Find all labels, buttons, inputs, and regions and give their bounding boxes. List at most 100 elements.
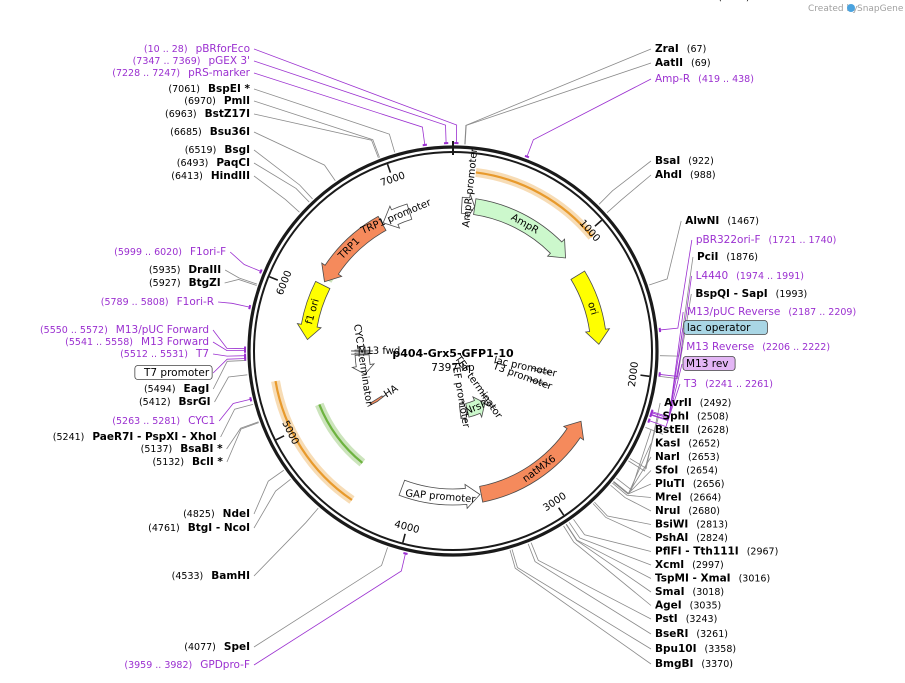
feature-ha[interactable] <box>367 394 387 407</box>
enzyme-label-agei[interactable]: AgeI(3035) <box>655 600 721 612</box>
feature-f1-ori[interactable] <box>296 280 331 341</box>
primer-label-gpdpro-f[interactable]: (3959 .. 3982)GPDpro-F <box>124 659 250 671</box>
enzyme-label-bcli[interactable]: (5132)BclI * <box>152 456 223 468</box>
primer-label-pbrforeco[interactable]: (10 .. 28)pBRforEco <box>144 43 250 55</box>
feature-natmx6[interactable] <box>479 420 585 503</box>
primer-leader-m13-puc-forward <box>212 329 247 350</box>
enzyme-label-bmgbi[interactable]: BmgBI(3370) <box>655 658 733 670</box>
primer-leader-prs-marker <box>253 72 426 146</box>
enzyme-label-bstz17i[interactable]: (6963)BstZ17I <box>165 108 250 120</box>
enzyme-label-bspqi-sapi[interactable]: BspQI - SapI(1993) <box>695 288 807 300</box>
enzyme-label-pluti[interactable]: PluTI(2656) <box>655 478 724 490</box>
enzyme-label-xcmi[interactable]: XcmI(2997) <box>655 559 724 571</box>
enzyme-label-bsmi[interactable]: BsmI(2294) <box>681 0 750 3</box>
primer-label-m13-forward[interactable]: (5541 .. 5558)M13 Forward <box>65 336 209 348</box>
enzyme-label-bsrgi[interactable]: (5412)BsrGI <box>139 396 211 408</box>
enzyme-label-paer7i-pspxi-xhoi[interactable]: (5241)PaeR7I - PspXI - XhoI <box>53 431 217 443</box>
primer-label-f1ori-f[interactable]: (5999 .. 6020)F1ori-F <box>114 246 226 258</box>
orange-arc-ampr <box>475 171 593 238</box>
feature-ori[interactable] <box>570 270 611 345</box>
feature-trp1-promoter[interactable] <box>382 203 413 229</box>
enzyme-label-bspei[interactable]: (7061)BspEI * <box>168 83 250 95</box>
enzyme-leader-bamhi <box>253 507 319 577</box>
enzyme-label-pflfi-tth111i[interactable]: PflFI - Tth111I(2967) <box>655 546 778 558</box>
enzyme-label-draiii[interactable]: (5935)DraIII <box>149 264 221 276</box>
enzyme-label-pmli[interactable]: (6970)PmlI <box>184 95 250 107</box>
primer-mark-amp-r <box>524 154 530 159</box>
feature-gap-promoter[interactable] <box>398 479 481 510</box>
feature-label-trp1-promoter: TRP1 promoter <box>359 197 434 237</box>
enzyme-label-bsu36i[interactable]: (6685)Bsu36I <box>170 126 250 138</box>
enzyme-label-pcii[interactable]: PciI(1876) <box>697 251 758 263</box>
feature-ampr[interactable] <box>473 198 566 259</box>
enzyme-leader-bsteii <box>616 429 652 491</box>
enzyme-label-bamhi[interactable]: (4533)BamHI <box>172 570 250 582</box>
enzyme-label-zrai[interactable]: ZraI(67) <box>655 43 706 55</box>
primer-label-l4440[interactable]: L4440(1974 .. 1991) <box>696 270 804 282</box>
primer-label-t7[interactable]: (5512 .. 5531)T7 <box>120 348 209 360</box>
tick-label: 6000 <box>275 269 295 297</box>
enzyme-leader-avrii <box>629 402 661 469</box>
enzyme-leader-bsai <box>598 160 652 205</box>
credit-text: Created by <box>808 4 858 14</box>
enzyme-label-pshai[interactable]: PshAI(2824) <box>655 532 728 544</box>
enzyme-label-smai[interactable]: SmaI(3018) <box>655 586 724 598</box>
enzyme-label-tspmi-xmai[interactable]: TspMI - XmaI(3016) <box>655 573 770 585</box>
feature-m13-fwd[interactable] <box>350 349 374 352</box>
feature-cyc1-terminator[interactable] <box>351 354 376 375</box>
enzyme-label-spei[interactable]: (4077)SpeI <box>184 641 250 653</box>
enzyme-leader-bsrgi <box>214 374 248 403</box>
feature-tef-terminator[interactable] <box>481 391 495 410</box>
feature-trp1[interactable] <box>321 215 387 283</box>
enzyme-label-hindiii[interactable]: (6413)HindIII <box>171 170 250 182</box>
feature-ampr-promoter[interactable] <box>460 193 476 219</box>
enzyme-label-bsabi[interactable]: (5137)BsaBI * <box>141 443 223 455</box>
feature-t3-promoter[interactable] <box>528 377 550 387</box>
primer-label-amp-r[interactable]: Amp-R(419 .. 438) <box>655 73 754 85</box>
enzyme-label-btgzi[interactable]: (5927)BtgZI <box>149 277 221 289</box>
enzyme-label-psti[interactable]: PstI(3243) <box>655 613 717 625</box>
primer-label-m13-puc-reverse[interactable]: M13/pUC Reverse(2187 .. 2209) <box>687 306 856 318</box>
primer-label-pbr322ori-f[interactable]: pBR322ori-F(1721 .. 1740) <box>696 234 837 246</box>
enzyme-label-aatii[interactable]: AatII(69) <box>655 57 711 69</box>
enzyme-label-kasi[interactable]: KasI(2652) <box>655 438 720 450</box>
feature-t7-promoter[interactable] <box>351 352 374 355</box>
enzyme-label-bsgi[interactable]: (6519)BsgI <box>185 144 250 156</box>
feature-nrsr[interactable] <box>465 396 486 419</box>
enzyme-label-nari[interactable]: NarI(2653) <box>655 451 720 463</box>
primer-label-lac-operator[interactable]: lac operator <box>687 322 751 334</box>
enzyme-label-btgi-ncoi[interactable]: (4761)BtgI - NcoI <box>148 522 250 534</box>
enzyme-label-bsai[interactable]: BsaI(922) <box>655 155 714 167</box>
enzyme-label-nrui[interactable]: NruI(2680) <box>655 505 720 517</box>
enzyme-label-mrei[interactable]: MreI(2664) <box>655 492 721 504</box>
feature-tef-promoter[interactable] <box>458 400 468 422</box>
primer-label-pgex-3[interactable]: (7347 .. 7369)pGEX 3' <box>133 55 250 67</box>
primer-label-m13-rev[interactable]: M13 rev <box>686 358 729 370</box>
enzyme-label-bseri[interactable]: BseRI(3261) <box>655 628 728 640</box>
enzyme-label-sphi[interactable]: SphI(2508) <box>663 411 729 423</box>
enzyme-label-eagi[interactable]: (5494)EagI <box>144 383 209 395</box>
tick-3000 <box>558 507 565 516</box>
enzyme-label-bpu10i[interactable]: Bpu10I(3358) <box>655 643 736 655</box>
primer-mark-t3 <box>647 418 651 423</box>
primer-label-t3[interactable]: T3(2241 .. 2261) <box>683 378 773 390</box>
enzyme-label-bsteii[interactable]: BstEII(2628) <box>655 424 729 436</box>
feature-tag-m13-rev <box>682 356 736 371</box>
enzyme-label-bsiwi[interactable]: BsiWI(2813) <box>655 519 728 531</box>
enzyme-leader-aatii <box>464 62 652 145</box>
enzyme-label-sfoi[interactable]: SfoI(2654) <box>655 465 718 477</box>
enzyme-label-paqci[interactable]: (6493)PaqCI <box>177 157 250 169</box>
enzyme-label-ahdi[interactable]: AhdI(988) <box>655 169 716 181</box>
primer-label-t7-promoter[interactable]: T7 promoter <box>143 367 210 379</box>
primer-label-m13-puc-forward[interactable]: (5550 .. 5572)M13/pUC Forward <box>40 324 209 336</box>
enzyme-leader-ndei <box>253 469 285 515</box>
primer-label-prs-marker[interactable]: (7228 .. 7247)pRS-marker <box>112 67 250 79</box>
feature-lac-promoter[interactable] <box>531 367 553 374</box>
enzyme-leader-bmgbi <box>509 549 652 665</box>
primer-label-cyc1[interactable]: (5263 .. 5281)CYC1 <box>112 415 215 427</box>
enzyme-label-avrii[interactable]: AvrII(2492) <box>664 397 731 409</box>
primer-label-m13-reverse[interactable]: M13 Reverse(2206 .. 2222) <box>686 341 830 353</box>
enzyme-label-alwni[interactable]: AlwNI(1467) <box>685 215 759 227</box>
enzyme-label-ndei[interactable]: (4825)NdeI <box>183 508 250 520</box>
primer-label-f1ori-r[interactable]: (5789 .. 5808)F1ori-R <box>101 296 214 308</box>
